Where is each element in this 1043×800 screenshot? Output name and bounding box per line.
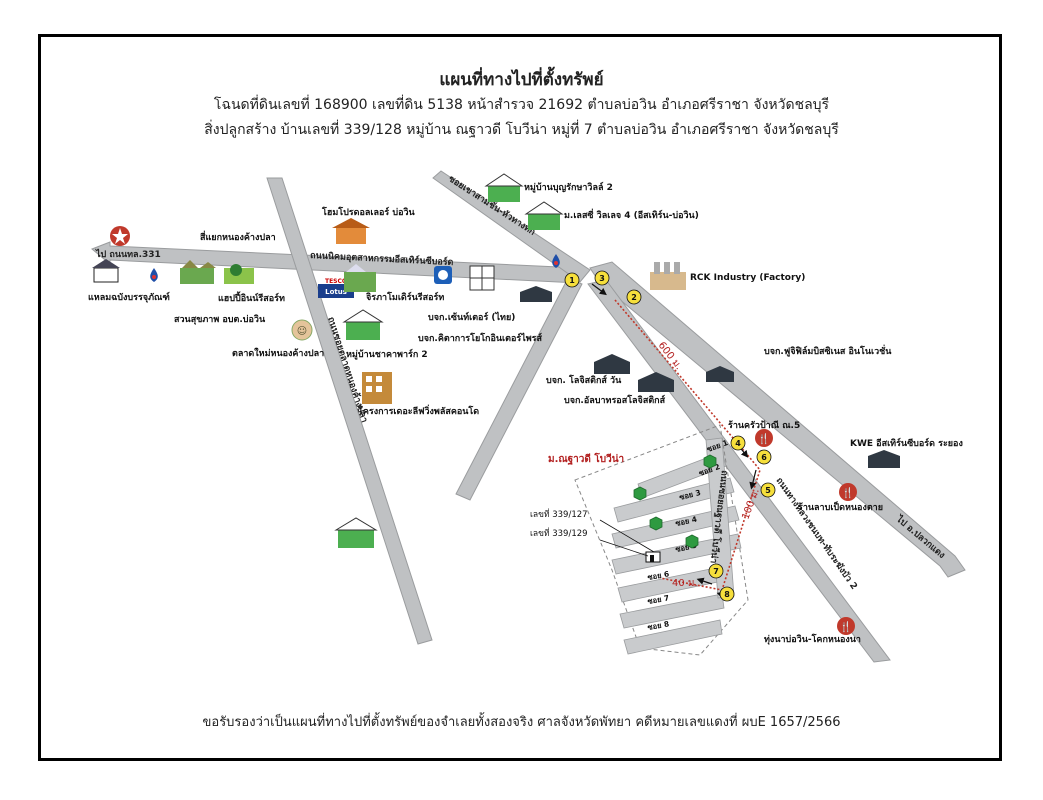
house-127-label: เลขที่ 339/127 [530,508,588,520]
thung-label: ทุ่งนาบ่อวิน-โคกหนองนา [764,633,861,645]
village-top2-label: ม.เลสซี่ วิลเลจ 4 (อีสเทิร์น-บ่อวิน) [564,208,699,221]
gas-station-star-icon [110,226,130,246]
main-road [91,241,581,284]
village-outline [574,424,749,656]
marker-4: 4 [730,435,746,451]
condo-building-icon [362,372,392,404]
target-house-marker [599,519,661,563]
svg-text:🍴: 🍴 [842,486,854,499]
bottom-village-house-icon [334,517,378,548]
jiranarin-label: จิรภาโมเดิร์นรีสอร์ท [365,291,444,303]
chain-thai-logo-icon [434,266,452,284]
top-village-house-icon-1 [484,173,524,202]
village-sois [611,437,742,655]
svg-text:4: 4 [735,439,741,448]
restaurant-icon-duck: 🍴 [839,483,857,501]
resort-icon [180,260,216,284]
village-name-label: ม.ณฐาวดี โบวีน่า [548,452,624,465]
warehouse-icon [868,450,900,468]
svg-text:🍴: 🍴 [758,432,770,445]
svg-text:☺: ☺ [297,326,307,337]
market-icon: ☺ [291,319,313,341]
landmark-labels: สี่แยกหนองค้างปลา แหลมฉบังบรรจุภัณฑ์ แฮป… [88,181,963,645]
sikaeng-label: สี่แยกหนองค้างปลา [199,230,275,243]
svg-text:Lotus: Lotus [325,288,347,296]
condo-label: โครงการเดอะลีฟวิ่งพลัสคอนโด [357,404,479,417]
marker-8: 8 [719,586,735,602]
logistics1-label: บจก. โลจิสติกส์ วัน [546,374,622,386]
duck-shop-label: ร้านลาบเป็ดหนองตาย [798,500,883,513]
route-markers: 1 2 3 4 5 6 7 8 [564,270,776,602]
mb-sabai-house-icon [342,309,384,340]
right-road-to-pluak-daeng [589,261,966,578]
svg-text:2: 2 [631,293,637,302]
svg-text:6: 6 [761,453,767,462]
marker-6: 6 [756,449,772,465]
middle-diagonal-road [455,277,583,501]
happy-resort-label: แฮปปี้อินน์รีสอร์ท [218,291,285,304]
marker-5: 5 [760,482,776,498]
village-top1-label: หมู่บ้านบุญรักษาวิลล์ 2 [524,181,613,193]
left-road [266,177,433,645]
village-house-icon-left [92,259,120,283]
marker-2: 2 [626,289,642,305]
svg-text:TESCO: TESCO [325,278,347,285]
mb-sabai-label: หมู่บ้านชาคาพาร์ก 2 [346,348,428,360]
svg-text:🍴: 🍴 [840,620,852,633]
chain-thai-label: บจก.เซ้นท์เตอร์ (ไทย) [428,311,515,323]
rck-label: RCK Industry (Factory) [690,273,805,283]
warehouse-icon [638,372,674,392]
soi-8-label: ซอย 8 [647,619,670,632]
restaurant-icon-thung: 🍴 [837,617,855,635]
warehouse-icon [520,286,552,302]
certification-footer: ขอรับรองว่าเป็นแผนที่ทางไปที่ตั้งทรัพย์ข… [202,715,841,730]
svg-text:5: 5 [765,486,771,495]
svg-text:3: 3 [599,274,605,283]
soi-7-label: ซอย 7 [647,593,670,606]
building-info: สิ่งปลูกสร้าง บ้านเลขที่ 339/128 หมู่บ้า… [204,122,839,138]
marker-7: 7 [708,563,724,579]
svg-text:8: 8 [724,590,730,599]
distance-40m: 40 ม. [672,578,698,589]
kido-label: บจก.คิตาการโยโกอินเตอร์ไพรส์ [418,332,543,344]
top-village-house-icon-2 [524,201,564,230]
svg-text:7: 7 [713,567,719,576]
marker-1: 1 [564,272,580,288]
rck-factory-icon [650,262,686,290]
park-icon [224,264,254,284]
soi-4-label: ซอย 4 [675,515,698,528]
home-garden-icon [332,218,370,244]
park-label: สวนสุขภาพ อบต.บ่อวิน [174,314,266,325]
marker-3: 3 [594,270,610,286]
fuel-drop-icon-junction [552,254,560,268]
warehouse-icon [706,366,734,382]
route-path [614,299,761,591]
kwe-label: KWE อีสเทิร์นซีบอร์ด ระยอง [850,437,963,449]
restaurant-icon-shop5: 🍴 [755,429,773,447]
top-road [432,170,591,283]
fuel-drop-icon [150,268,158,282]
jiranarin-resort-icon [344,264,376,292]
warehouse-icons [520,286,900,468]
market-label: ตลาดใหม่หนองค้างปลา [232,347,324,359]
home-garden-label: โฮมโปรดอลเลอร์ บ่อวิน [321,206,416,218]
kido-factory-icon [469,265,495,291]
warehouse-icon [594,354,630,374]
deed-info: โฉนดที่ดินเลขที่ 168900 เลขที่ดิน 5138 ห… [213,97,830,113]
roads [91,170,966,663]
house-129-label: เลขที่ 339/129 [530,527,588,539]
page-title: แผนที่ทางไปที่ตั้งทรัพย์ [439,70,604,90]
fuji-label: บจก.ฟูจิฟิล์มบิสซิเนส อินโนเวชั่น [764,344,892,357]
svg-text:1: 1 [569,276,575,285]
soi-6-label: ซอย 6 [647,569,670,582]
shop5-label: ร้านครัวป้าณี ณ.5 [728,420,800,431]
to-pluak-daeng-label: ไป อ.ปลวกแดง [893,512,947,560]
green-markers [633,454,717,549]
home-pro-label: แหลมฉบังบรรจุภัณฑ์ [88,291,170,303]
logistics2-label: บจก.อัลบาทรอสโลจิสติกส์ [564,394,666,406]
to-331-label: ไป ถนนทล.331 [95,248,161,260]
